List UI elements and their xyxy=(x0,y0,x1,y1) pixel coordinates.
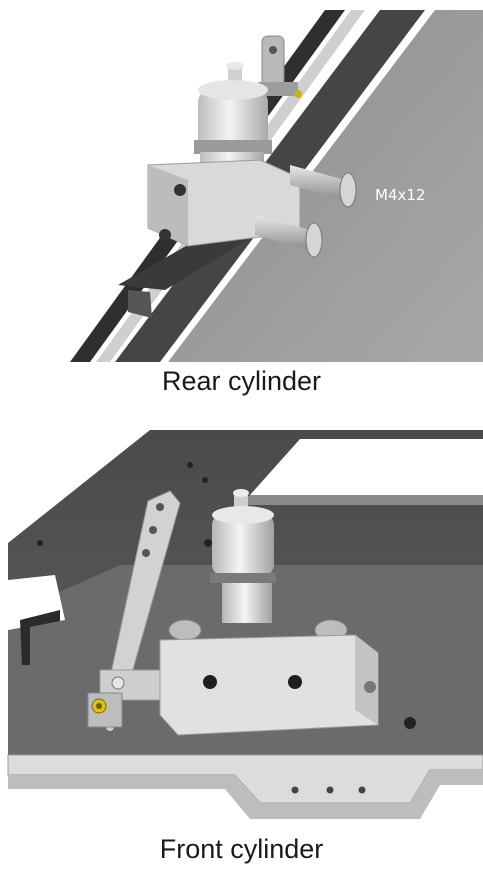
plate-hole xyxy=(204,539,212,547)
hex-key xyxy=(20,610,60,665)
block-thread xyxy=(364,681,376,693)
mount-bolt-left xyxy=(168,619,202,641)
screw-size-callout: M4x12 xyxy=(375,186,425,204)
plate-hole xyxy=(187,462,193,468)
front-mount-block xyxy=(159,634,379,736)
mounting-tab xyxy=(258,35,302,98)
screw-lower xyxy=(255,215,323,258)
front-cylinder-caption: Front cylinder xyxy=(159,834,324,864)
front-cylinder-render xyxy=(7,430,483,819)
block-hole xyxy=(203,675,217,689)
rail-hole xyxy=(326,786,334,794)
mount-hole xyxy=(159,229,171,241)
plate-cutout xyxy=(250,439,483,495)
rear-cylinder-caption: Rear cylinder xyxy=(161,366,322,396)
fitting-dot xyxy=(294,90,302,98)
mount-hole xyxy=(174,184,186,196)
rear-cylinder-render: M4x12 xyxy=(70,10,483,362)
plate-hole xyxy=(202,477,208,483)
front-linkage-arm xyxy=(87,490,181,728)
screw-upper xyxy=(290,165,357,208)
rail-hole xyxy=(358,786,366,794)
plate-hole xyxy=(37,540,43,546)
front-cylinder xyxy=(168,489,348,641)
brace-foot xyxy=(128,290,152,318)
rail-hole xyxy=(291,786,299,794)
plate-hole xyxy=(404,717,416,729)
rear-cylinder-illustration: M4x12 xyxy=(0,0,483,362)
front-cylinder-illustration xyxy=(0,425,483,830)
block-hole xyxy=(288,675,302,689)
cutout-edge xyxy=(240,495,483,505)
